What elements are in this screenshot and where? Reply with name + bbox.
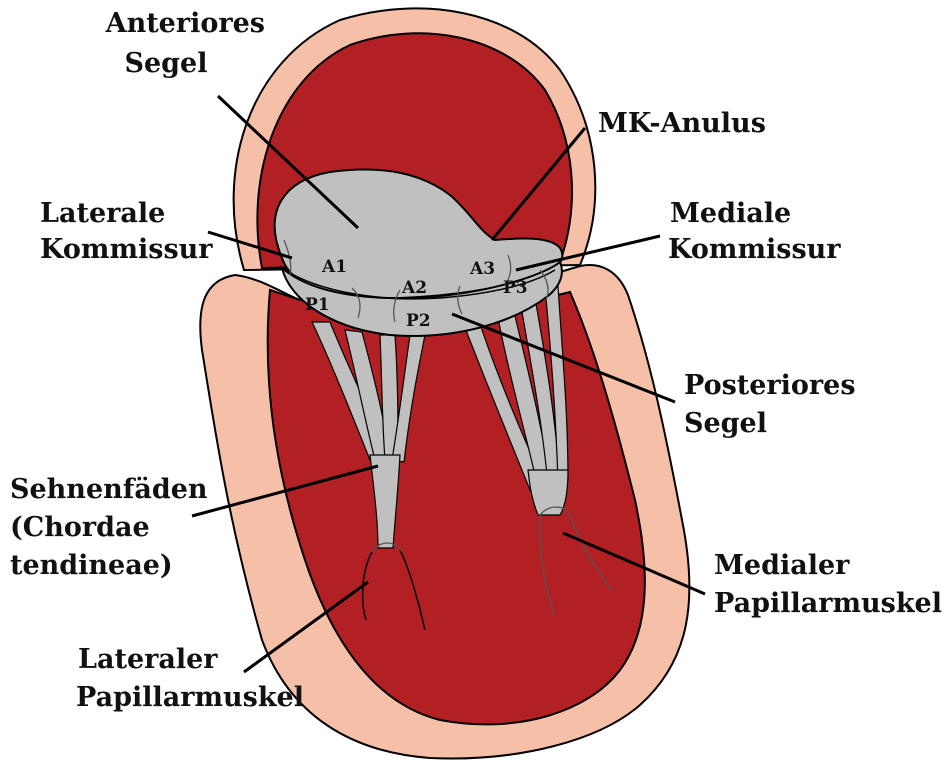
label-anteriores-segel: Anteriores Segel <box>105 8 275 79</box>
label-sehnenfaeden: Sehnenfäden (Chordae tendineae) <box>10 474 217 581</box>
segment-a1: A1 <box>321 257 347 277</box>
segment-p3: P3 <box>503 278 528 298</box>
label-posteriores-segel: Posteriores Segel <box>684 370 865 439</box>
label-mk-anulus: MK-Anulus <box>598 108 766 139</box>
segment-a3: A3 <box>469 259 495 279</box>
segment-a2: A2 <box>401 278 427 298</box>
label-medialer-papillarmuskel: Medialer Papillarmuskel <box>714 550 942 619</box>
label-mediale-kommissur: Mediale Kommissur <box>668 198 841 265</box>
segment-p1: P1 <box>305 295 330 315</box>
segment-p2: P2 <box>406 311 431 331</box>
label-laterale-kommissur: Laterale Kommissur <box>40 198 213 265</box>
